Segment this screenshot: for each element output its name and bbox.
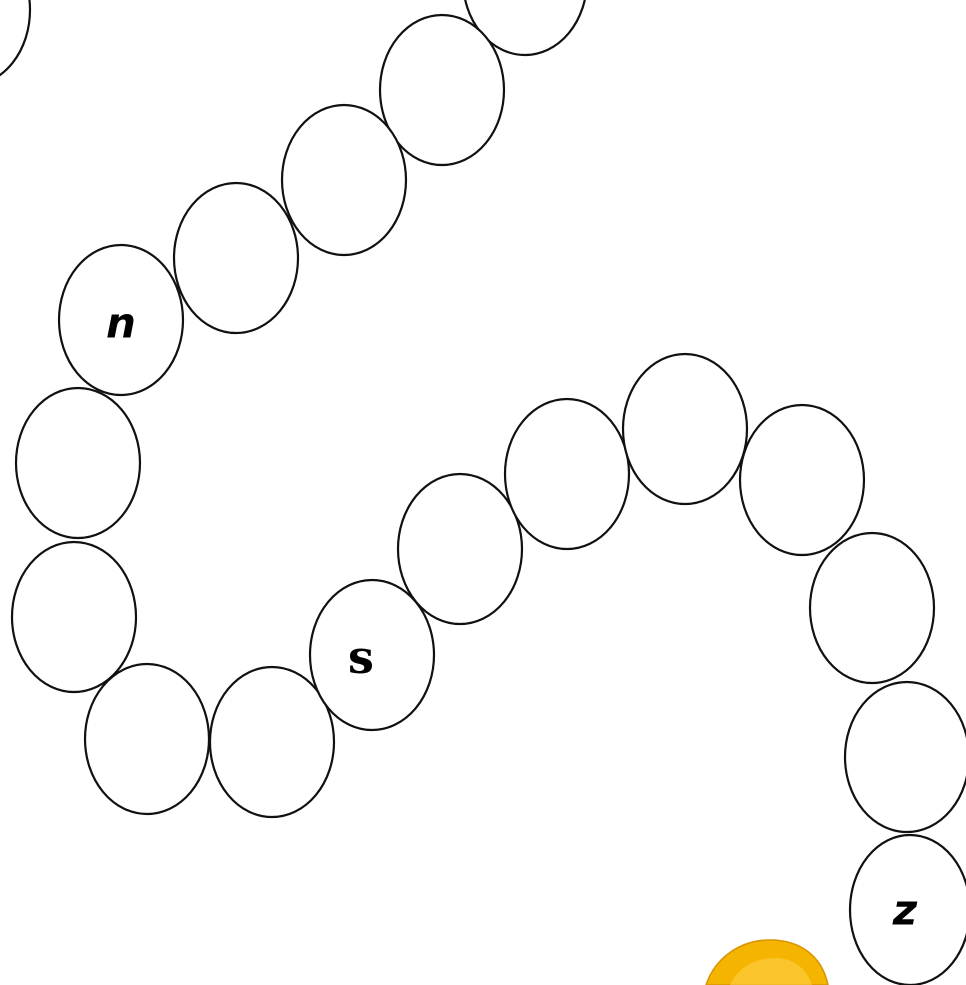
label-z: z [892,886,918,935]
bubble-mid-chain-2 [505,399,629,549]
bubble-upper-chain-2 [282,105,406,255]
bubble-right-chain-2 [810,533,934,683]
bubble-upper-chain-3 [174,183,298,333]
letters: n s z [106,299,918,935]
bubble-mid-chain-1 [398,474,522,624]
bubble-left-chain-2 [12,542,136,692]
bubble-left-chain-1 [16,388,140,538]
label-n: n [106,299,136,348]
label-s: s [348,630,374,684]
bubble-mid-chain-3 [623,354,747,504]
bubble-partial-top-left [0,0,30,85]
bubble-right-chain-3 [845,682,966,832]
bubble-bottom-chain-2 [210,667,334,817]
bubble-right-chain-1 [740,405,864,555]
bubble-bottom-chain-1 [85,664,209,814]
decorations [706,940,828,985]
